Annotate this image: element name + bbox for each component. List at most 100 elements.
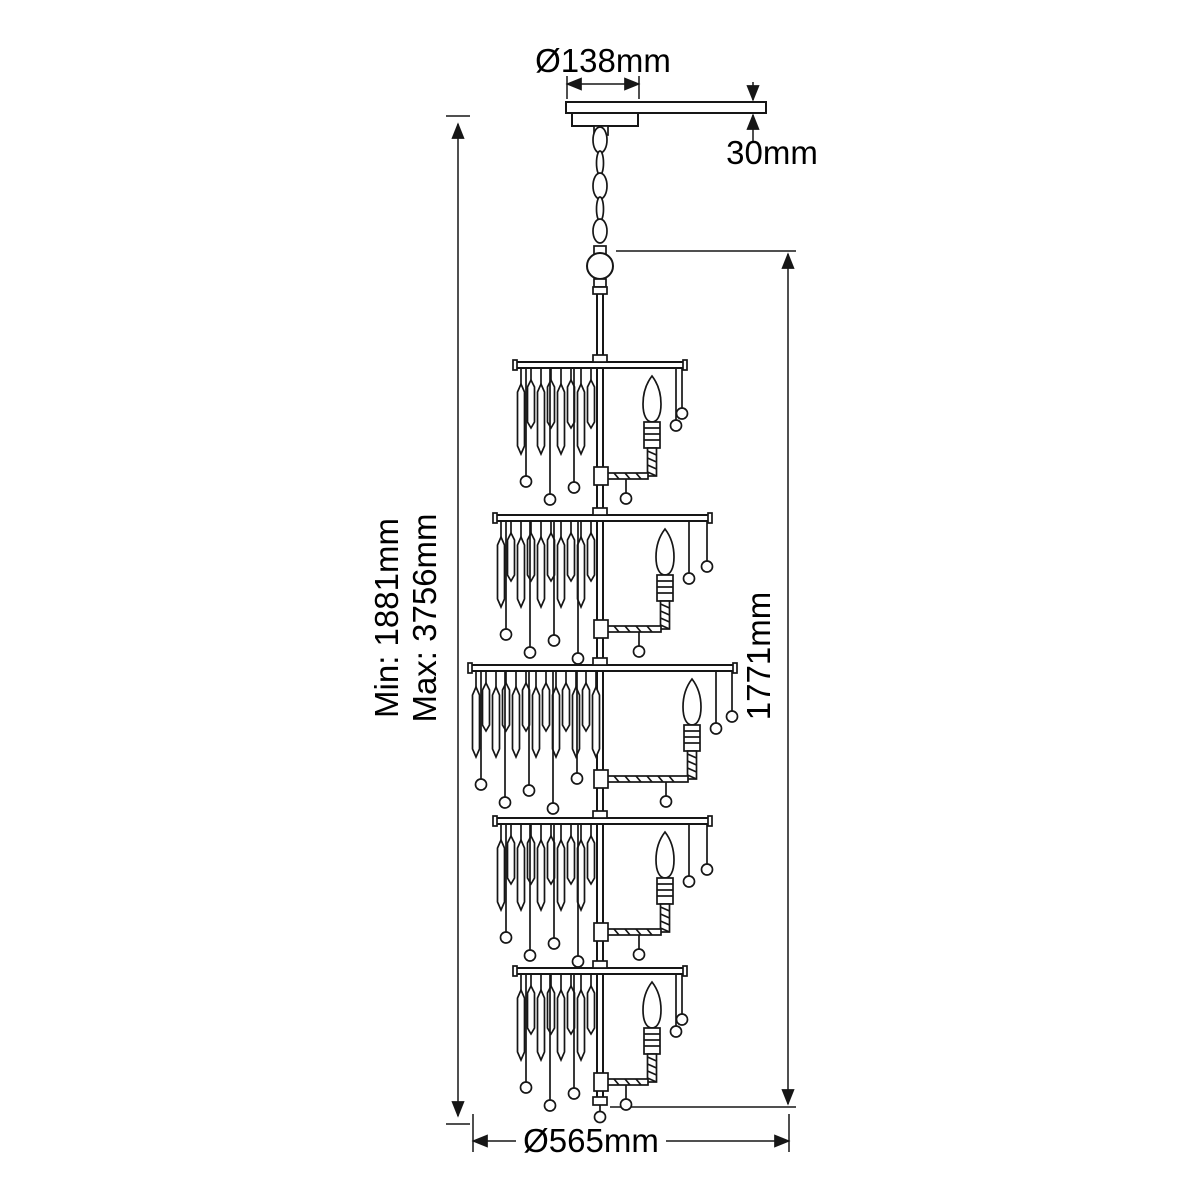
tier-bar-endcap — [512, 359, 518, 371]
ball-drop — [499, 628, 513, 641]
ceiling-assembly — [565, 101, 767, 136]
ball-drop — [700, 863, 714, 876]
bulb-socket — [643, 1027, 661, 1055]
chain-link — [592, 218, 608, 244]
crystal-rod — [576, 973, 586, 1061]
tier-bar-endcap — [492, 512, 498, 524]
arm-twist — [635, 1078, 642, 1086]
stem-twist — [660, 913, 670, 919]
arm-junction — [593, 619, 609, 639]
stem-twist — [660, 603, 670, 609]
stem-twist — [647, 464, 657, 470]
ball-drop — [523, 646, 537, 659]
suspension-chain — [592, 126, 608, 244]
ball-drop — [499, 931, 513, 944]
tier-top-bar — [494, 817, 711, 825]
crystal-rod — [516, 367, 526, 455]
crystal-rod — [556, 367, 566, 455]
arm-junction — [593, 1072, 609, 1092]
crystal-rod — [546, 973, 556, 1035]
ball-drop — [669, 1025, 683, 1038]
tier-3 — [467, 657, 739, 815]
arm-twist — [613, 472, 620, 480]
dim-fixture-height: 1771mm — [610, 250, 796, 1108]
crystal-rod — [591, 670, 601, 758]
rod-collar — [592, 810, 608, 819]
chain-link — [595, 196, 605, 222]
finial-ball — [593, 1110, 607, 1124]
tier-top-bar — [494, 514, 711, 522]
ceiling-plate — [565, 101, 767, 114]
arm-twist — [635, 928, 642, 936]
ball-drop — [571, 955, 585, 968]
tier-bar-endcap — [512, 965, 518, 977]
ball-drop — [547, 634, 561, 647]
arm-twist — [613, 928, 620, 936]
crystal-rod — [536, 520, 546, 608]
stem-twist — [647, 457, 657, 463]
crystal-rod — [506, 823, 516, 885]
crystal-rod — [581, 670, 591, 732]
tier-5 — [512, 960, 689, 1112]
candle-bulb — [655, 527, 675, 630]
arm-junction — [593, 769, 609, 789]
tier-bar-endcap — [732, 662, 738, 674]
drop-height-label: 1771mm — [740, 592, 777, 720]
chain-link — [592, 172, 608, 200]
crystal-rod — [496, 520, 506, 608]
arm-twist — [624, 1078, 631, 1086]
crystal-rod — [556, 520, 566, 608]
canopy — [571, 112, 639, 127]
ball-drop — [522, 784, 536, 797]
crystal-rod — [556, 823, 566, 911]
ball-drop — [619, 1098, 633, 1111]
ball-drop — [619, 492, 633, 505]
ball-drop — [571, 652, 585, 665]
crystal-rod — [526, 823, 536, 885]
candle-bulb — [642, 374, 662, 477]
ball-drop — [682, 572, 696, 585]
bulb-socket — [683, 724, 701, 752]
ball-drop — [682, 875, 696, 888]
rod-collar-top — [592, 286, 608, 295]
crystal-rod — [566, 823, 576, 885]
ball-drop — [725, 710, 739, 723]
ball-drop — [498, 796, 512, 809]
ball-drop — [709, 722, 723, 735]
crystal-rod — [546, 367, 556, 429]
crystal-rod — [586, 520, 596, 582]
ball-drop — [567, 481, 581, 494]
chain-link — [592, 126, 608, 154]
tier-bar-endcap — [492, 815, 498, 827]
arm-twist — [624, 928, 631, 936]
tier-1 — [512, 354, 689, 506]
bulb-socket — [643, 421, 661, 449]
dim-canopy-diameter: Ø138mm — [535, 42, 671, 99]
rod-collar — [592, 657, 608, 666]
crystal-rod — [511, 670, 521, 758]
crystal-rod — [496, 823, 506, 911]
ring-bottom-fitting — [593, 278, 607, 288]
tier-2 — [492, 507, 714, 665]
arm-twist — [624, 472, 631, 480]
hook-ring-assembly — [586, 245, 614, 288]
crystal-rod — [526, 367, 536, 429]
crystal-rod — [576, 367, 586, 455]
ball-drop — [567, 1087, 581, 1100]
crystal-rod — [516, 520, 526, 608]
arm-twist — [646, 625, 653, 633]
crystal-rod — [536, 973, 546, 1061]
ball-drop — [632, 645, 646, 658]
arm-twist — [635, 472, 642, 480]
crystal-rod — [471, 670, 481, 758]
rod-collar — [592, 354, 608, 363]
bulb-glass — [682, 677, 702, 726]
stem-twist — [647, 1063, 657, 1069]
bulb-glass — [655, 527, 675, 576]
arm-twist — [624, 625, 631, 633]
canopy-height-label: 30mm — [726, 134, 818, 171]
arm-junction — [593, 466, 609, 486]
crystal-rod — [481, 670, 491, 732]
ball-drop — [669, 419, 683, 432]
bulb-glass — [642, 980, 662, 1029]
